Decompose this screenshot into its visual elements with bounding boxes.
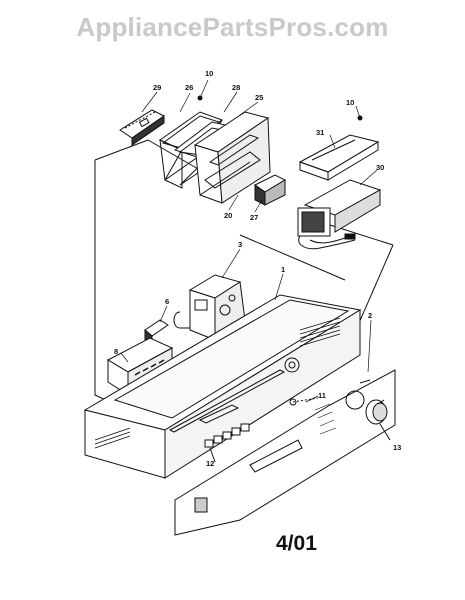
callout-3: 3 bbox=[238, 240, 242, 249]
part-30-dispenser bbox=[297, 179, 382, 250]
callout-25: 25 bbox=[255, 93, 263, 102]
callout-12: 12 bbox=[206, 459, 214, 468]
callout-26: 26 bbox=[185, 83, 193, 92]
callout-27: 27 bbox=[250, 213, 258, 222]
screw-10-marker bbox=[197, 95, 203, 101]
part-11-screw bbox=[289, 397, 319, 406]
part-25-housing bbox=[193, 111, 271, 204]
callout-1: 1 bbox=[281, 265, 285, 274]
part-6-switch bbox=[144, 319, 169, 346]
callout-6: 6 bbox=[165, 297, 169, 306]
watermark-text: AppliancePartsPros.com bbox=[76, 12, 389, 42]
part-12-buttons bbox=[204, 423, 250, 463]
callout-13: 13 bbox=[393, 443, 401, 452]
callout-10-top: 10 bbox=[205, 69, 213, 78]
part-2-overlay bbox=[174, 369, 396, 536]
cabinet-outline-mid bbox=[239, 234, 346, 281]
callout-28: 28 bbox=[232, 83, 240, 92]
callout-30: 30 bbox=[376, 163, 384, 172]
callout-31: 31 bbox=[316, 128, 324, 137]
part-26-gasket bbox=[158, 111, 224, 189]
part-29-trim bbox=[119, 109, 165, 146]
cabinet-outline-top bbox=[94, 139, 149, 161]
part-27-bracket bbox=[254, 174, 287, 206]
callout-29: 29 bbox=[153, 83, 161, 92]
callout-2: 2 bbox=[368, 311, 372, 320]
part-31-cover bbox=[298, 134, 380, 181]
callout-10-right: 10 bbox=[346, 98, 354, 107]
callout-8: 8 bbox=[114, 347, 118, 356]
callout-11: 11 bbox=[318, 391, 326, 400]
screw-10b-marker bbox=[357, 115, 363, 121]
revision-date: 4/01 bbox=[276, 532, 317, 555]
part-3-timer bbox=[173, 274, 246, 341]
cabinet-outline-inner bbox=[147, 139, 201, 171]
callout-20: 20 bbox=[224, 211, 232, 220]
part-13-knob bbox=[365, 399, 391, 441]
